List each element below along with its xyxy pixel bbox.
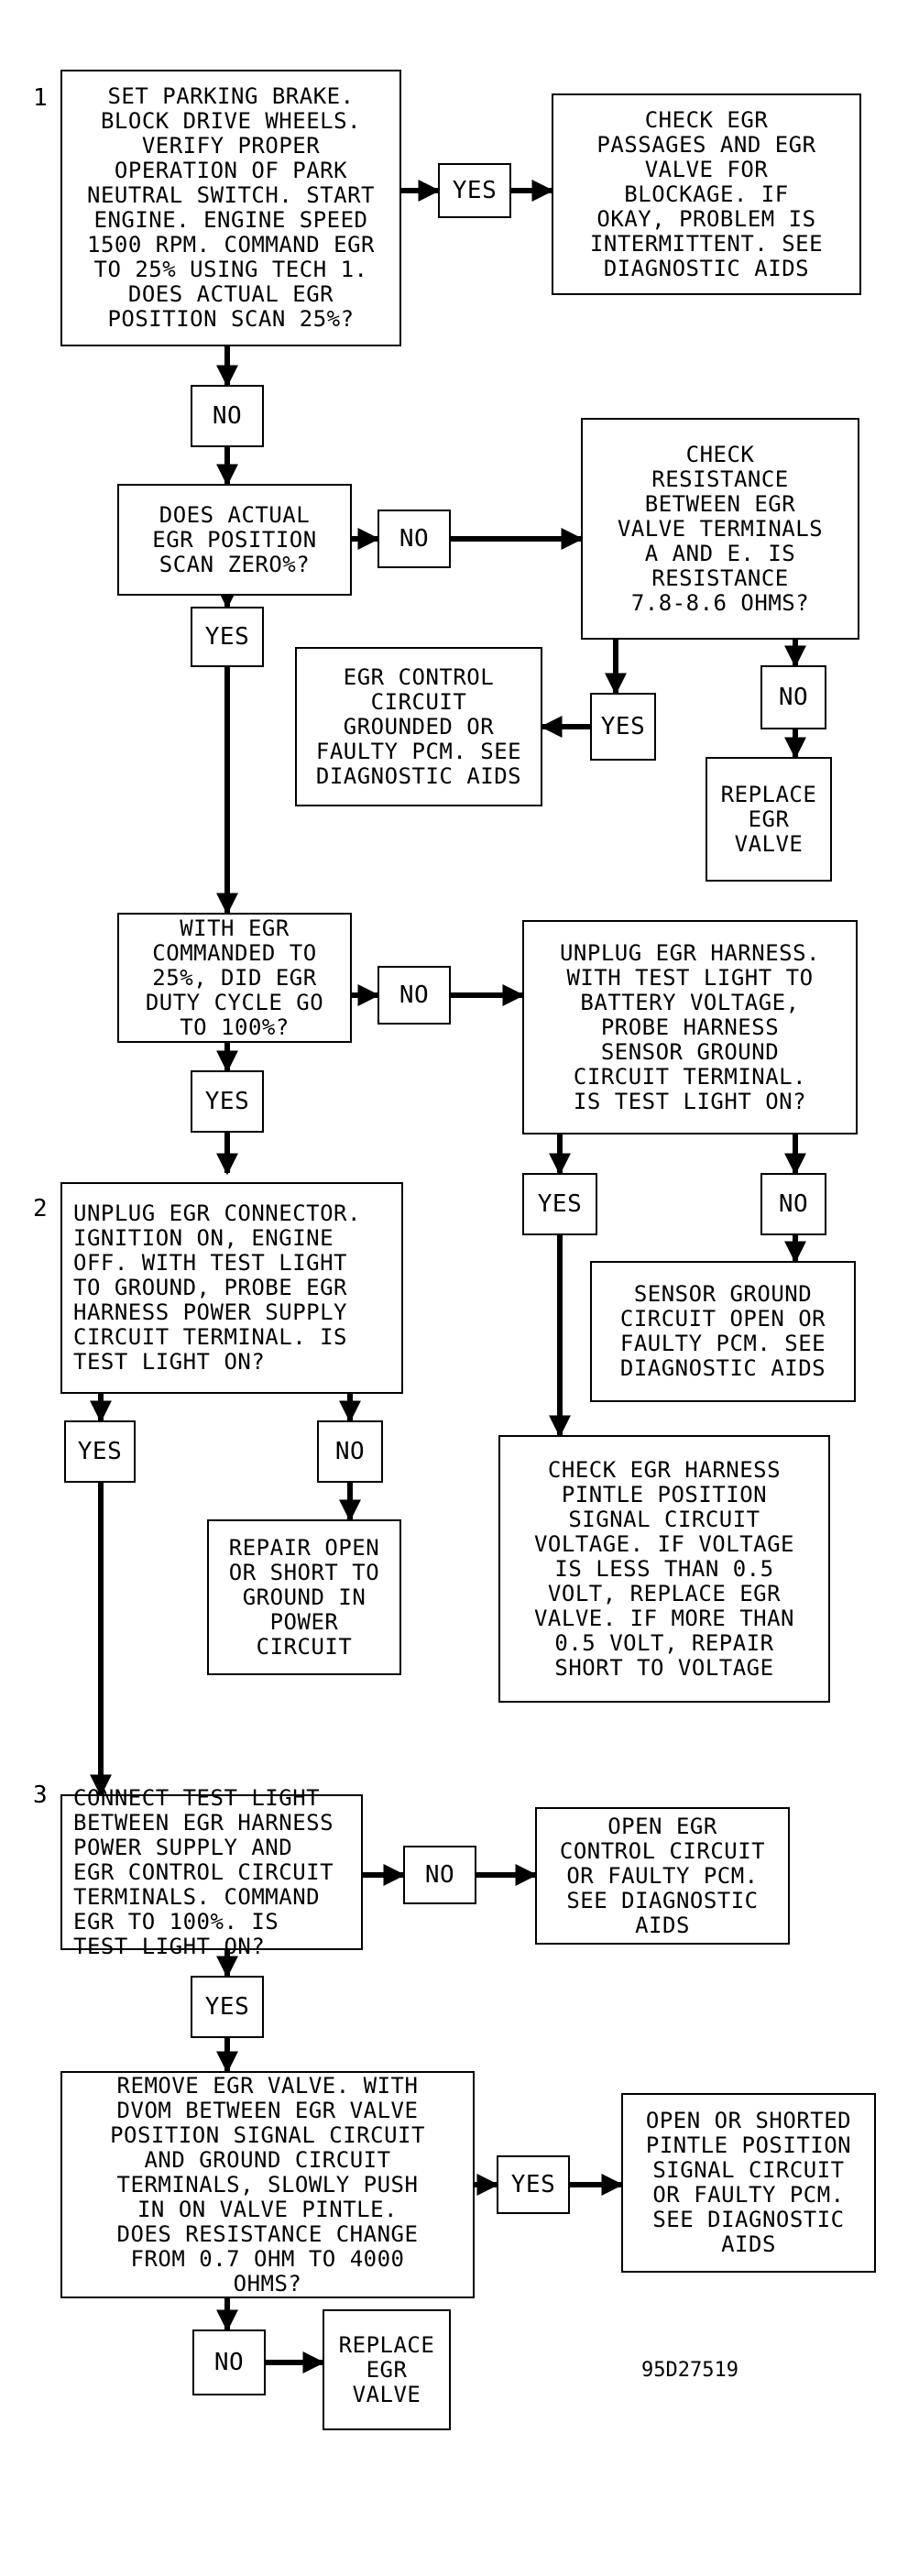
step-number-1: 1: [33, 84, 48, 112]
result-box-r7: OPEN EGR CONTROL CIRCUIT OR FAULTY PCM. …: [535, 1807, 790, 1945]
answer-box-yes: YES: [191, 607, 264, 667]
decision-box-q2: DOES ACTUAL EGR POSITION SCAN ZERO%?: [117, 484, 352, 596]
answer-box-yes: YES: [522, 1173, 597, 1235]
decision-box-q8: REMOVE EGR VALVE. WITH DVOM BETWEEN EGR …: [60, 2071, 475, 2298]
answer-box-yes: YES: [64, 1420, 136, 1483]
result-box-r4: SENSOR GROUND CIRCUIT OPEN OR FAULTY PCM…: [590, 1261, 856, 1402]
answer-box-yes: YES: [438, 163, 511, 218]
decision-box-q7: CONNECT TEST LIGHT BETWEEN EGR HARNESS P…: [60, 1785, 363, 1958]
step-number-2: 2: [33, 1195, 48, 1222]
result-box-r3: REPLACE EGR VALVE: [706, 757, 832, 882]
answer-box-yes: YES: [191, 1976, 264, 2038]
decision-box-q3: CHECK RESISTANCE BETWEEN EGR VALVE TERMI…: [581, 418, 859, 640]
decision-box-q5: UNPLUG EGR HARNESS. WITH TEST LIGHT TO B…: [522, 920, 858, 1135]
answer-box-no: NO: [760, 665, 826, 729]
figure-number: 95D27519: [641, 2359, 738, 2382]
answer-box-no: NO: [317, 1420, 383, 1483]
answer-box-no: NO: [403, 1846, 476, 1904]
result-box-r8: OPEN OR SHORTED PINTLE POSITION SIGNAL C…: [621, 2093, 876, 2273]
answer-box-yes: YES: [590, 693, 656, 761]
answer-box-no: NO: [192, 2329, 266, 2395]
result-box-r2: EGR CONTROL CIRCUIT GROUNDED OR FAULTY P…: [295, 647, 542, 806]
step-number-3: 3: [33, 1781, 48, 1809]
decision-box-q4: WITH EGR COMMANDED TO 25%, DID EGR DUTY …: [117, 913, 352, 1043]
result-box-r6: REPAIR OPEN OR SHORT TO GROUND IN POWER …: [207, 1519, 401, 1675]
decision-box-q1: SET PARKING BRAKE. BLOCK DRIVE WHEELS. V…: [60, 70, 401, 346]
result-box-r9: REPLACE EGR VALVE: [323, 2309, 451, 2430]
result-box-r1: CHECK EGR PASSAGES AND EGR VALVE FOR BLO…: [552, 93, 861, 295]
answer-box-no: NO: [760, 1173, 826, 1235]
decision-box-q6: UNPLUG EGR CONNECTOR. IGNITION ON, ENGIN…: [60, 1182, 403, 1394]
answer-box-no: NO: [377, 966, 451, 1025]
answer-box-yes: YES: [191, 1070, 264, 1133]
answer-box-no: NO: [191, 385, 264, 447]
result-box-r5: CHECK EGR HARNESS PINTLE POSITION SIGNAL…: [498, 1435, 830, 1703]
answer-box-yes: YES: [497, 2155, 570, 2214]
answer-box-no: NO: [377, 510, 451, 568]
